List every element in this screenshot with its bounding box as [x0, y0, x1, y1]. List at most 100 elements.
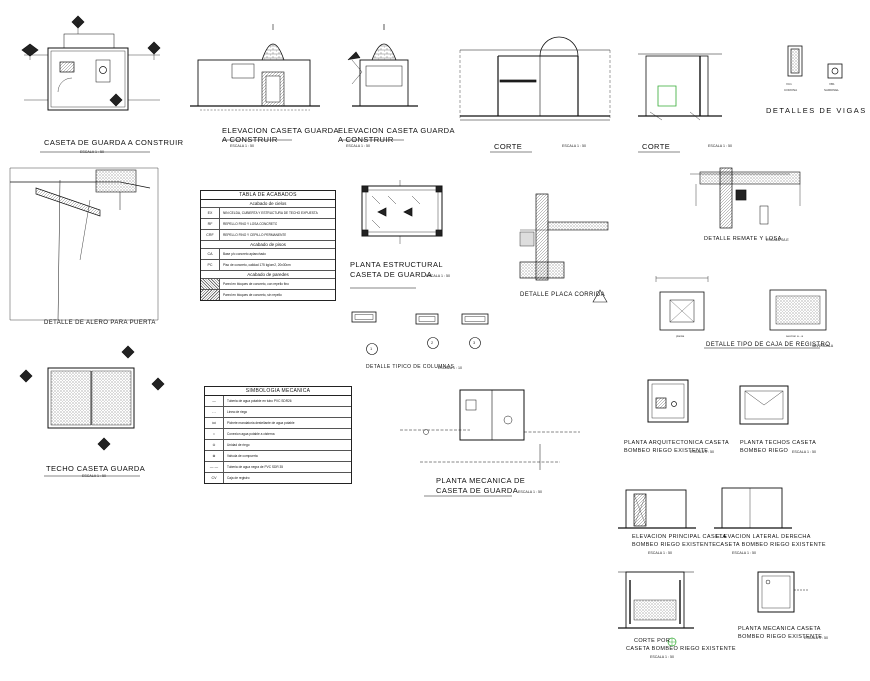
title-arq-bombeo-b: BOMBEO RIEGO EXISTENTE [624, 448, 709, 454]
finishes-floors-heading: Acabado de pisos [201, 241, 335, 249]
table-row: ⊗Valvula de compuerta [205, 451, 351, 462]
mark-col-3: 3 [473, 340, 476, 345]
elevation-caseta-1 [190, 24, 320, 111]
label-corona: CORONA [784, 88, 798, 92]
title-techos-bombeo-b: BOMBEO RIEGO [740, 448, 789, 454]
circle-symbol: ○ [205, 429, 224, 439]
title-columnas: DETALLE TIPICO DE COLUMNAS [366, 364, 455, 370]
scale-techo: ESCALA 1 : 50 [82, 474, 106, 478]
valve-symbol: ⋈ [205, 418, 224, 428]
title-placa: DETALLE PLACA CORRIDA [520, 292, 605, 298]
mechanical-plan [400, 389, 580, 470]
scale-techos-bombeo: ESCALA 1 : 50 [792, 450, 816, 454]
table-row: Pared en bloques de concreto, con repell… [201, 279, 335, 290]
pump-house-side-elevation [714, 487, 792, 529]
line-symbol: — [205, 396, 224, 406]
circle-dot-symbol: ⊙ [205, 440, 224, 450]
table-row: Pared en bloques de concreto, sin repell… [201, 290, 335, 300]
plan-caseta-guarda [21, 15, 161, 111]
scale-lat-bombeo: ESCALA 1 : 50 [732, 551, 756, 555]
mechanical-legend-title: SIMBOLOGIA MECANICA [205, 387, 351, 396]
scale-columnas: ESCALA 1 : 10 [438, 366, 462, 370]
title-elev-bombeo: ELEVACION PRINCIPAL CASETA [632, 534, 727, 540]
mechanical-legend: SIMBOLOGIA MECANICA —Tuberia de agua pot… [204, 386, 352, 484]
title-techos-bombeo: PLANTA TECHOS CASETA [740, 440, 817, 446]
title-vigas: DETALLES DE VIGAS [766, 106, 867, 115]
title-corte2: CORTE [642, 142, 671, 151]
scale-elev1: ESCALA 1 : 50 [230, 144, 254, 148]
title-elev-bombeo-b: BOMBEO RIEGO EXISTENTE [632, 542, 717, 548]
section-cut-2 [638, 53, 722, 121]
label-vc1: VC1 [786, 82, 792, 86]
scale-arq-bombeo: ESCALA 1 : 50 [690, 450, 714, 454]
pump-house-mech-plan [757, 571, 808, 613]
door-eave-detail [9, 167, 159, 321]
label-seccion: seccion a - a [786, 334, 804, 338]
roof-plan [19, 345, 165, 451]
finishes-ceilings-heading: Acabado de cielos [201, 200, 335, 208]
title-lat-bombeo: ELEVACION LATERAL DERECHA [716, 534, 811, 540]
scale-registro: SIN ESCALA [812, 344, 834, 348]
scale-estructural: ESCALA 1 : 50 [426, 274, 450, 278]
title-elev2: ELEVACION CASETA GUARDA [338, 126, 455, 135]
title-corte-bombeo-b: CASETA BOMBEO RIEGO EXISTENTE [626, 646, 736, 652]
mark-col-1: 1 [370, 346, 373, 351]
title-corte1: CORTE [494, 142, 523, 151]
title-arq-bombeo: PLANTA ARQUITECTONICA CASETA [624, 440, 730, 446]
beam-details [787, 45, 843, 79]
title-plan: CASETA DE GUARDA A CONSTRUIR [44, 138, 184, 147]
table-row: — —Tuberia de agua negra de PVC SDR 35 [205, 462, 351, 473]
finishes-table-title: TABLA DE ACABADOS [201, 191, 335, 200]
table-row: ○Conexion agua potable a cisterna [205, 429, 351, 440]
scale-plan: ESCALA 1 : 50 [80, 150, 104, 154]
structural-plan [361, 180, 443, 244]
title-mecanica: PLANTA MECANICA DE [436, 476, 526, 485]
scale-elev-bombeo: ESCALA 1 : 50 [648, 551, 672, 555]
hatch-swatch [201, 290, 220, 300]
title-alero: DETALLE DE ALERO PARA PUERTA [44, 320, 156, 326]
finishes-walls-heading: Acabado de paredes [201, 271, 335, 279]
table-row: ⊙Unidad de riego [205, 440, 351, 451]
title-elev1: ELEVACION CASETA GUARDA [222, 126, 339, 135]
scale-corte1: ESCALA 1 : 50 [562, 144, 586, 148]
pump-house-roof-plan [739, 385, 789, 425]
dashed-line-symbol: - - [205, 407, 224, 417]
title-estructural-b: CASETA DE GUARDA [350, 270, 433, 279]
label-vb1: VB1 [829, 82, 835, 86]
title-estructural: PLANTA ESTRUCTURAL [350, 260, 443, 269]
pump-house-arch-plan [647, 379, 689, 423]
title-techo: TECHO CASETA GUARDA [46, 464, 146, 473]
scale-corte2: ESCALA 1 : 50 [708, 144, 732, 148]
gate-valve-symbol: ⊗ [205, 451, 224, 461]
title-mec-bombeo: PLANTA MECANICA CASETA [738, 626, 821, 632]
pump-house-section [618, 571, 694, 647]
label-sardinel: SARDINEL [824, 88, 840, 92]
title-remate: DETALLE REMATE Y LOSA [704, 236, 782, 242]
column-details [351, 311, 489, 355]
title-elev1-b: A CONSTRUIR [222, 135, 278, 144]
mark-col-2: 2 [431, 340, 434, 345]
parapet-slab-detail [690, 167, 801, 229]
scale-remate: ESCALA S/LE [766, 238, 789, 242]
scale-corte-bombeo: ESCALA 1 : 50 [650, 655, 674, 659]
pipe-symbol: — — [205, 462, 224, 472]
title-registro: DETALLE TIPO DE CAJA DE REGISTRO [706, 342, 831, 348]
pump-house-front-elevation [618, 489, 696, 529]
scale-mec-bombeo: ESCALA 1 : 50 [804, 636, 828, 640]
strip-footing-detail [519, 193, 609, 303]
title-lat-bombeo-b: CASETA BOMBEO RIEGO EXISTENTE [716, 542, 826, 548]
title-corte-bombeo: CORTE POR [634, 638, 671, 644]
title-mecanica-b: CASETA DE GUARDA [436, 486, 519, 495]
section-cut-1 [459, 36, 611, 121]
manhole-box-detail [655, 276, 827, 331]
scale-elev2: ESCALA 1 : 50 [346, 144, 370, 148]
table-row: - -Linea de riego [205, 407, 351, 418]
